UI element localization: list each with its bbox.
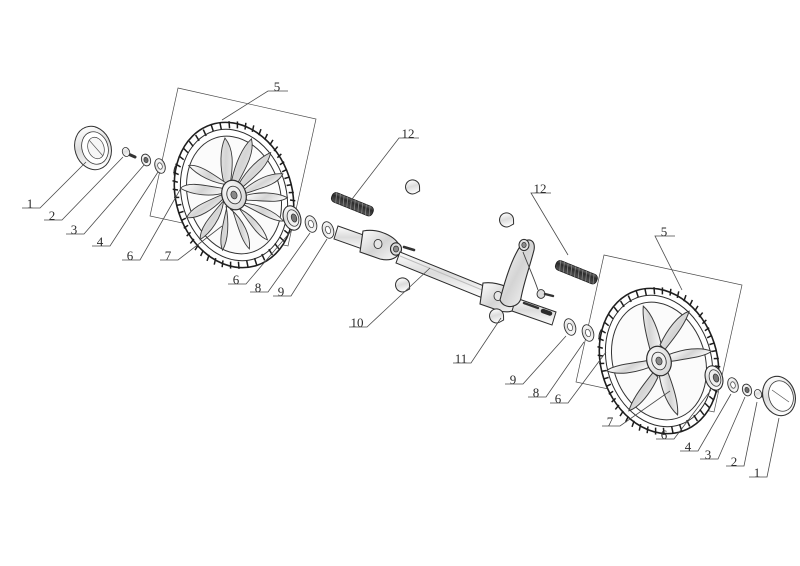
callout-left-7: 7 [165, 248, 172, 263]
nut-right [741, 383, 753, 397]
callout-axle-10: 10 [351, 315, 364, 330]
callout-left-6: 6 [127, 248, 134, 263]
washer-right [727, 377, 739, 393]
wheel-frame-left [149, 87, 317, 247]
callout-left-4: 4 [97, 234, 104, 249]
callout-left-2: 2 [49, 208, 56, 223]
hub-cap-right [762, 375, 796, 417]
nut-left [140, 153, 152, 167]
callout-right-3: 3 [705, 447, 712, 462]
tire-left [172, 121, 296, 269]
callout-clip-11: 11 [455, 351, 468, 366]
callout-left-6b: 6 [233, 272, 240, 287]
bearing-right-outer [704, 365, 724, 391]
callout-right-5: 5 [661, 224, 668, 239]
callout-left-1: 1 [27, 196, 34, 211]
callout-right-2: 2 [731, 454, 738, 469]
washer-left [154, 158, 166, 174]
spacer-left [304, 215, 318, 233]
hub-cap-left [74, 125, 112, 171]
callout-left-9: 9 [278, 284, 285, 299]
callout-right-6b: 6 [661, 427, 668, 442]
spring-right [554, 260, 598, 285]
callout-left-8: 8 [255, 280, 262, 295]
washer-left-inner [321, 221, 335, 239]
callout-right-1: 1 [754, 465, 761, 480]
callout-spring-12-right: 12 [534, 181, 547, 196]
callout-right-6: 6 [555, 391, 562, 406]
callout-right-4: 4 [685, 439, 692, 454]
callout-labels: 1 2 3 4 6 5 7 6 8 9 12 10 11 12 9 8 6 7 … [27, 79, 761, 480]
spacer-right [581, 324, 595, 342]
lever-bracket [499, 238, 555, 308]
callout-right-8: 8 [533, 385, 540, 400]
callout-spring-12-left: 12 [402, 126, 415, 141]
spring-left [330, 192, 374, 217]
e-clip-retaining-ring [395, 179, 515, 324]
callout-right-9: 9 [510, 372, 517, 387]
callout-right-7: 7 [607, 414, 614, 429]
tire-right [597, 287, 721, 435]
callout-left-5: 5 [274, 79, 281, 94]
cotter-pin-left [121, 147, 137, 159]
bearing-left-inner [282, 205, 302, 231]
callout-left-3: 3 [71, 222, 78, 237]
washer-right-inner [563, 318, 577, 336]
leader-lines [22, 90, 780, 478]
